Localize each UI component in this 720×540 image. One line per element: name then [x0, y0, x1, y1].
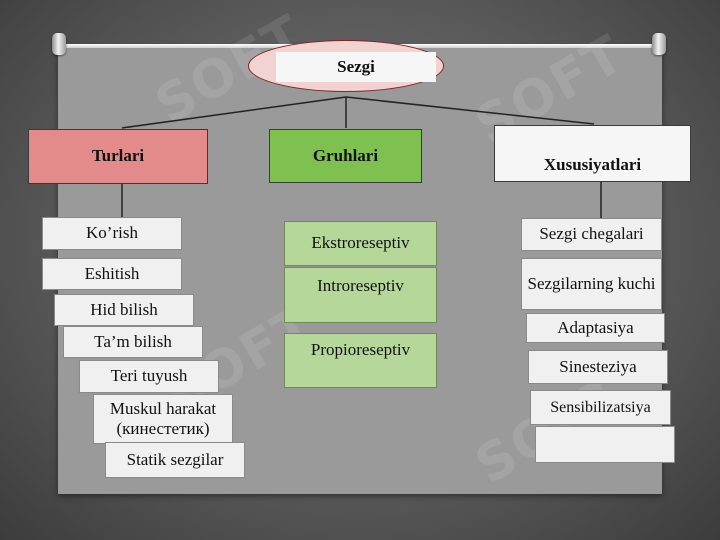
turlari-item-muskul-harakat: Muskul harakat (кинестетик)	[93, 394, 233, 444]
category-xususiyatlari: Xususiyatlari	[494, 125, 691, 182]
connector-root-turlari	[121, 96, 347, 129]
pin-left-icon	[52, 33, 66, 55]
turlari-item-hid-bilish: Hid bilish	[54, 294, 194, 326]
root-node-label: Sezgi	[276, 52, 436, 82]
turlari-item-korish: Ko’rish	[42, 217, 182, 250]
category-turlari: Turlari	[28, 129, 208, 184]
connector-root-xususiyatlari	[345, 96, 595, 125]
gruhlari-item-propioreseptiv: Propioreseptiv	[284, 333, 437, 388]
category-gruhlari: Gruhlari	[269, 129, 422, 183]
pin-right-icon	[652, 33, 666, 55]
gruhlari-item-ekstroreseptiv: Ekstroreseptiv	[284, 221, 437, 266]
gruhlari-item-introreseptiv: Introreseptiv	[284, 267, 437, 323]
turlari-item-eshitish: Eshitish	[42, 258, 182, 290]
xususiyatlari-item-sezgi-chegalari: Sezgi chegalari	[521, 218, 662, 251]
turlari-item-teri-tuyush: Teri tuyush	[79, 360, 219, 393]
xususiyatlari-item-adaptasiya: Adaptasiya	[526, 313, 665, 343]
turlari-item-statik-sezgilar: Statik sezgilar	[105, 442, 245, 478]
xususiyatlari-item-sezgilarning-kuchi: Sezgilarning kuchi	[521, 258, 662, 310]
turlari-item-tam-bilish: Ta’m bilish	[63, 326, 203, 358]
xususiyatlari-item-sensibilizatsiya: Sensibilizatsiya	[530, 390, 671, 425]
xususiyatlari-item-empty	[535, 426, 675, 463]
xususiyatlari-item-sinesteziya: Sinesteziya	[528, 350, 668, 384]
